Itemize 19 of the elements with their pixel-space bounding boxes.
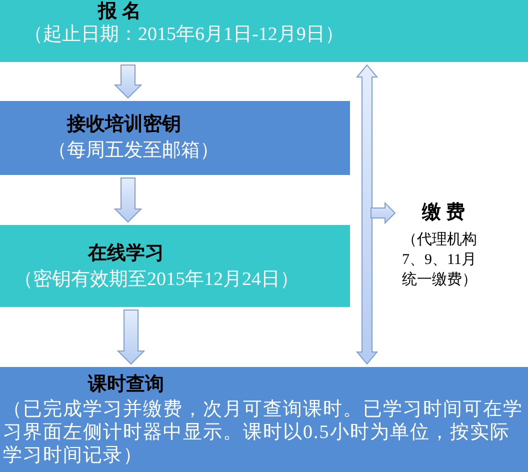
double-arrow bbox=[356, 64, 378, 365]
process-box bbox=[0, 101, 350, 175]
footer-band bbox=[0, 367, 528, 472]
step-note: （每周五发至邮箱） bbox=[48, 139, 219, 163]
block-arrow bbox=[114, 64, 142, 99]
block-arrow bbox=[114, 178, 142, 223]
step-note: （代理机构7、9、11月统一缴费） bbox=[402, 230, 478, 290]
step-note: （起止日期：2015年6月1日-12月9日） bbox=[24, 24, 344, 46]
header-band bbox=[0, 0, 528, 62]
step-title: 报 名 bbox=[98, 0, 141, 24]
step-title: 缴 费 bbox=[422, 202, 465, 224]
block-arrow bbox=[116, 310, 146, 365]
step-note: （已完成学习并缴费，次月可查询课时。已学习时间可在学习界面左侧计时器中显示。课时以0.5小时为单位，按实际学习时间记录） bbox=[2, 398, 524, 467]
block-arrow bbox=[370, 202, 396, 224]
step-note: （密钥有效期至2015年12月24日） bbox=[14, 268, 299, 292]
process-box bbox=[0, 225, 350, 307]
step-title: 在线学习 bbox=[88, 242, 164, 266]
step-title: 课时查询 bbox=[88, 373, 164, 397]
step-title: 接收培训密钥 bbox=[67, 112, 181, 137]
